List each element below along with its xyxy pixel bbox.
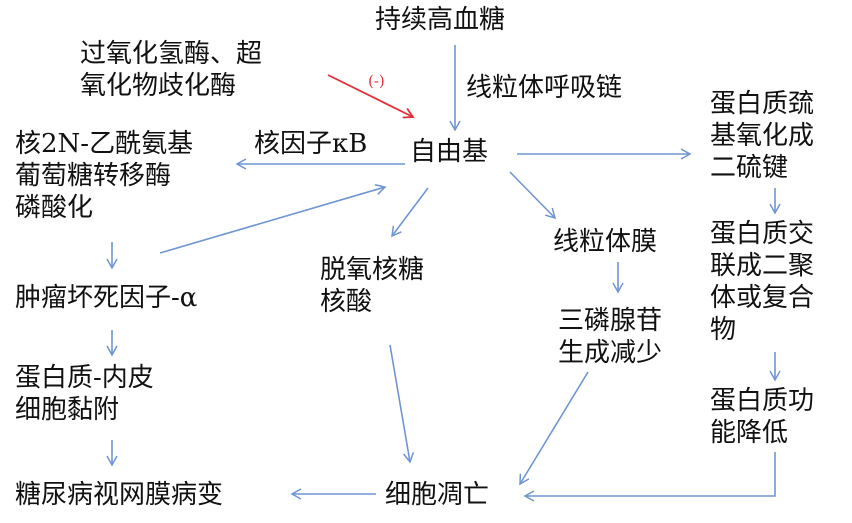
arrow-dna-apoptosis xyxy=(389,344,415,464)
arrow-radical-mito xyxy=(509,171,557,220)
node-line: 细胞黏附 xyxy=(15,395,120,425)
node-line: 二硫键 xyxy=(710,153,789,183)
node-mito-membrane: 线粒体膜 xyxy=(553,227,658,257)
node-adhesion: 蛋白质-内皮 细胞黏附 xyxy=(15,362,154,426)
node-disulfide: 蛋白质巯 基氧化成 二硫键 xyxy=(710,88,814,184)
node-mito-chain: 线粒体呼吸链 xyxy=(466,73,623,103)
node-free-radical: 自由基 xyxy=(410,137,489,167)
node-hyperglycemia: 持续高血糖 xyxy=(375,5,506,35)
node-line: 基氧化成 xyxy=(710,121,815,151)
node-line: 蛋白质交 xyxy=(710,219,815,249)
node-enzymes: 过氧化氢酶、超 氧化物歧化酶 xyxy=(80,38,262,102)
node-apoptosis: 细胞凋亡 xyxy=(385,480,490,510)
node-line: 磷酸化 xyxy=(15,193,94,223)
inhibit-label: (-) xyxy=(368,72,385,90)
inhibit-arrow xyxy=(327,74,415,119)
node-nfkb: 核因子κB xyxy=(254,129,368,159)
node-tnf: 肿瘤坏死因子-α xyxy=(15,283,198,313)
node-line: 氧化物歧化酶 xyxy=(80,71,237,101)
node-retinopathy: 糖尿病视网膜病变 xyxy=(15,480,224,510)
node-crosslink: 蛋白质交 联成二聚 体或复合 物 xyxy=(710,218,814,346)
node-line: 过氧化氢酶、超 xyxy=(80,39,263,69)
node-line: 三磷腺苷 xyxy=(558,306,663,336)
node-dna: 脱氧核糖 核酸 xyxy=(320,254,424,318)
node-line: 脱氧核糖 xyxy=(320,255,425,285)
node-line: 生成减少 xyxy=(558,338,663,368)
arrow-tnf-radical xyxy=(159,184,387,254)
node-line: 物 xyxy=(710,315,737,345)
node-line: 联成二聚 xyxy=(710,251,815,281)
node-atp: 三磷腺苷 生成减少 xyxy=(558,305,662,369)
node-glcnac: 核2N-乙酰氨基 葡萄糖转移酶 磷酸化 xyxy=(15,128,193,224)
arrow-function-apoptosis xyxy=(523,452,776,502)
arrow-radical-dna xyxy=(391,187,429,238)
node-line: 体或复合 xyxy=(710,283,815,313)
node-line: 核酸 xyxy=(320,287,373,317)
node-line: 核2N-乙酰氨基 xyxy=(15,129,194,159)
node-line: 能降低 xyxy=(710,418,789,448)
node-line: 葡萄糖转移酶 xyxy=(15,161,172,191)
node-line: 蛋白质-内皮 xyxy=(15,363,154,393)
node-line: 蛋白质功 xyxy=(710,386,815,416)
node-line: 蛋白质巯 xyxy=(710,89,815,119)
arrow-atp-apoptosis xyxy=(519,371,589,486)
node-function-loss: 蛋白质功 能降低 xyxy=(710,385,814,449)
